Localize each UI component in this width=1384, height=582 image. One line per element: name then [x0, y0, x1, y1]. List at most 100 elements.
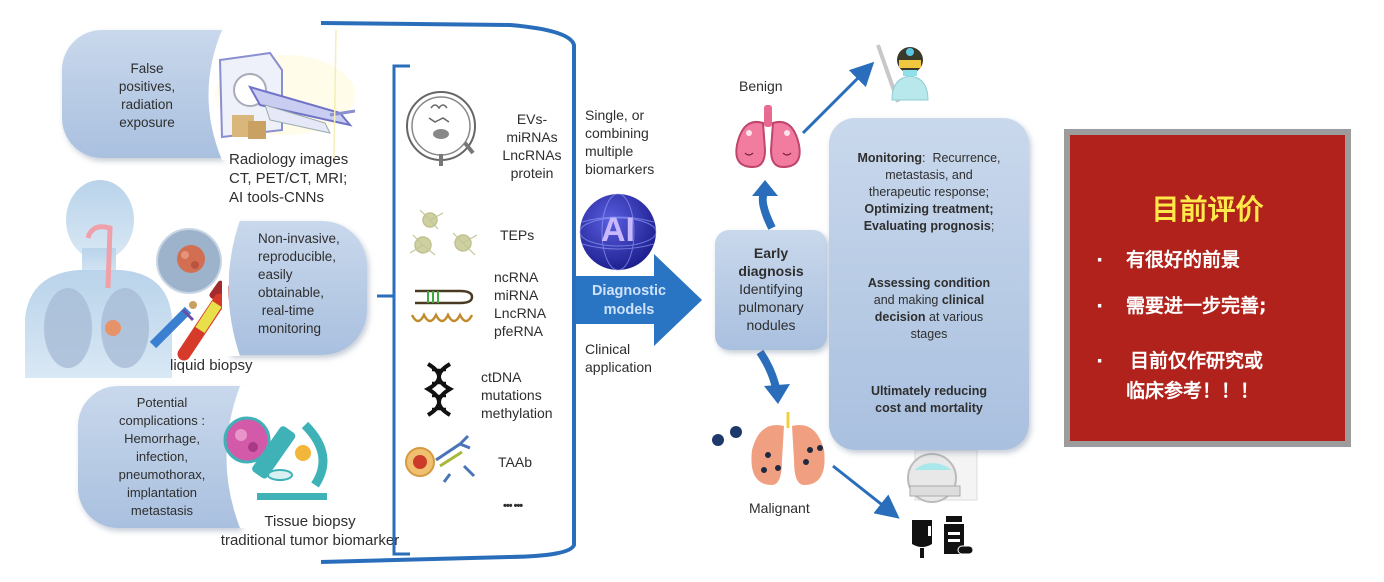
- text-line: Clinical: [585, 341, 631, 357]
- bullet-text: 目前仅作研究或: [1130, 350, 1264, 372]
- human-body-icon: [25, 180, 172, 378]
- evaluation-bullets: · 有很好的前景 ·需要进一步完善; · 目前仅作研究或 临床参考！！！: [1096, 245, 1267, 403]
- text-span: Monitoring: [857, 151, 923, 165]
- dna-icon: [423, 362, 455, 417]
- benign-label: Benign: [739, 78, 783, 94]
- syringe-icon: [149, 301, 197, 349]
- antibody-icon: [405, 434, 476, 483]
- diagnostic-models-label: Diagnostic models: [584, 282, 674, 320]
- text-line: Ultimately reducing: [871, 384, 987, 398]
- scroll-cutout: [222, 220, 240, 356]
- imaging-machine-icon: [907, 449, 978, 503]
- text-line: LncRNAs: [502, 147, 562, 163]
- text-line: multiple: [585, 143, 634, 159]
- assess-line-3: decision at various: [829, 309, 1029, 326]
- text-line: biomarkers: [585, 161, 655, 177]
- malignant-lung-icon: [712, 412, 825, 485]
- text-line: ncRNA: [494, 269, 539, 285]
- bullet-dot: ·: [1096, 295, 1104, 317]
- clinical-outcomes-text: Monitoring: Recurrence, metastasis, and …: [829, 150, 1029, 417]
- text-line: exposure: [119, 115, 175, 130]
- tissue-biopsy-drawback-text: Potential complications : Hemorrhage, in…: [102, 394, 222, 520]
- text-line: AI tools-CNNs: [229, 189, 325, 206]
- model-top-text: Single, or combining multiple biomarkers: [585, 106, 654, 178]
- text-line: cost and mortality: [875, 401, 983, 415]
- early-diagnosis-text: Early diagnosis Identifying pulmonary no…: [715, 244, 827, 334]
- iv-bag-icon: [912, 520, 932, 558]
- text-span: at various: [925, 310, 984, 324]
- radiology-caption: Radiology images CT, PET/CT, MRI; AI too…: [229, 150, 348, 207]
- monitoring-line: Monitoring: Recurrence,: [829, 150, 1029, 167]
- text-line: methylation: [481, 405, 553, 421]
- text-line: positives,: [118, 79, 176, 94]
- biomarker-ctdna-label: ctDNA mutations methylation: [481, 368, 553, 422]
- ai-globe-icon: [579, 193, 657, 271]
- clinical-application-text: Clinical application: [585, 340, 652, 376]
- text-line: reproducible,: [258, 249, 337, 264]
- biomarker-rna-label: ncRNA miRNA LncRNA pfeRNA: [494, 268, 546, 340]
- radiology-drawback-text: False positives, radiation exposure: [92, 60, 202, 132]
- bullet-text: 有很好的前景: [1126, 249, 1241, 271]
- early-diagnosis-box: [715, 230, 827, 350]
- text-line: pneumothorax,: [118, 467, 206, 482]
- biomarker-more-label: ••• •••: [503, 500, 523, 512]
- text-line: pfeRNA: [494, 323, 544, 339]
- tissue-biopsy-drawback-box: [78, 386, 240, 528]
- text-span: and making: [873, 293, 942, 307]
- text-line: monitoring: [258, 321, 322, 336]
- text-line: Optimizing treatment;: [864, 202, 994, 216]
- text-line: Diagnostic: [591, 283, 667, 299]
- text-line: diagnosis: [738, 263, 804, 279]
- extracellular-vesicle-icon: [406, 91, 476, 166]
- text-line: Potential: [136, 395, 188, 410]
- ai-globe-label: AI: [601, 211, 635, 249]
- text-line: ctDNA: [481, 369, 522, 385]
- text-line: Tissue biopsy: [264, 513, 356, 530]
- bullet-dot: ·: [1096, 350, 1104, 372]
- text-line: protein: [510, 165, 554, 181]
- text-line: mutations: [481, 387, 542, 403]
- liquid-biopsy-advantages-text: Non-invasive, reproducible, easily obtai…: [258, 230, 340, 338]
- evaluating-line: Evaluating prognosis;: [829, 218, 1029, 235]
- biomarker-ev-label: EVs- miRNAs LncRNAs protein: [494, 110, 570, 182]
- text-line: miRNA: [494, 287, 539, 303]
- radiology-drawback-box: [62, 30, 222, 158]
- text-line: real-time: [258, 303, 315, 318]
- text-line: models: [603, 302, 655, 318]
- tumor-cell-icon: [156, 228, 222, 294]
- liquid-biopsy-advantages-box: [229, 221, 367, 355]
- liquid-biopsy-caption: liquid biopsy: [170, 357, 253, 374]
- text-line: obtainable,: [258, 285, 325, 300]
- text-line: radiation: [121, 97, 173, 112]
- text-line: Identifying: [739, 281, 803, 297]
- text-line: EVs-: [516, 111, 548, 127]
- evaluation-bullet: ·需要进一步完善;: [1096, 291, 1267, 346]
- evaluation-bullet-continuation: 临床参考！！！: [1126, 380, 1260, 402]
- biomarker-taab-label: TAAb: [498, 454, 532, 470]
- text-line: Hemorrhage,: [124, 431, 200, 446]
- doctor-surgeon-icon: [876, 44, 929, 103]
- diagnostic-models-arrow: [576, 254, 702, 346]
- text-line: CT, PET/CT, MRI;: [229, 170, 348, 187]
- assess-line-2: and making clinical: [829, 292, 1029, 309]
- text-line: nodules: [746, 317, 796, 333]
- text-line: Radiology images: [229, 151, 349, 168]
- clinical-outcomes-box: [829, 118, 1029, 450]
- text-line: False: [130, 61, 164, 76]
- medicine-bottle-icon: [944, 516, 974, 555]
- malignant-label: Malignant: [749, 500, 810, 516]
- evaluation-box: [1064, 129, 1351, 447]
- evaluation-bullet: · 目前仅作研究或: [1096, 346, 1267, 376]
- text-line: Single, or: [585, 107, 645, 123]
- bullet-dot: ·: [1096, 249, 1104, 271]
- text-span: ;: [990, 219, 995, 233]
- rna-icon: [410, 289, 474, 323]
- text-span: : Recurrence,: [922, 151, 1001, 165]
- text-line: infection,: [135, 449, 189, 464]
- text-span: clinical: [941, 293, 985, 307]
- text-line: application: [585, 359, 652, 375]
- text-line: Non-invasive,: [258, 231, 340, 246]
- text-line: Assessing condition: [867, 276, 991, 290]
- text-line: therapeutic response;: [868, 185, 990, 199]
